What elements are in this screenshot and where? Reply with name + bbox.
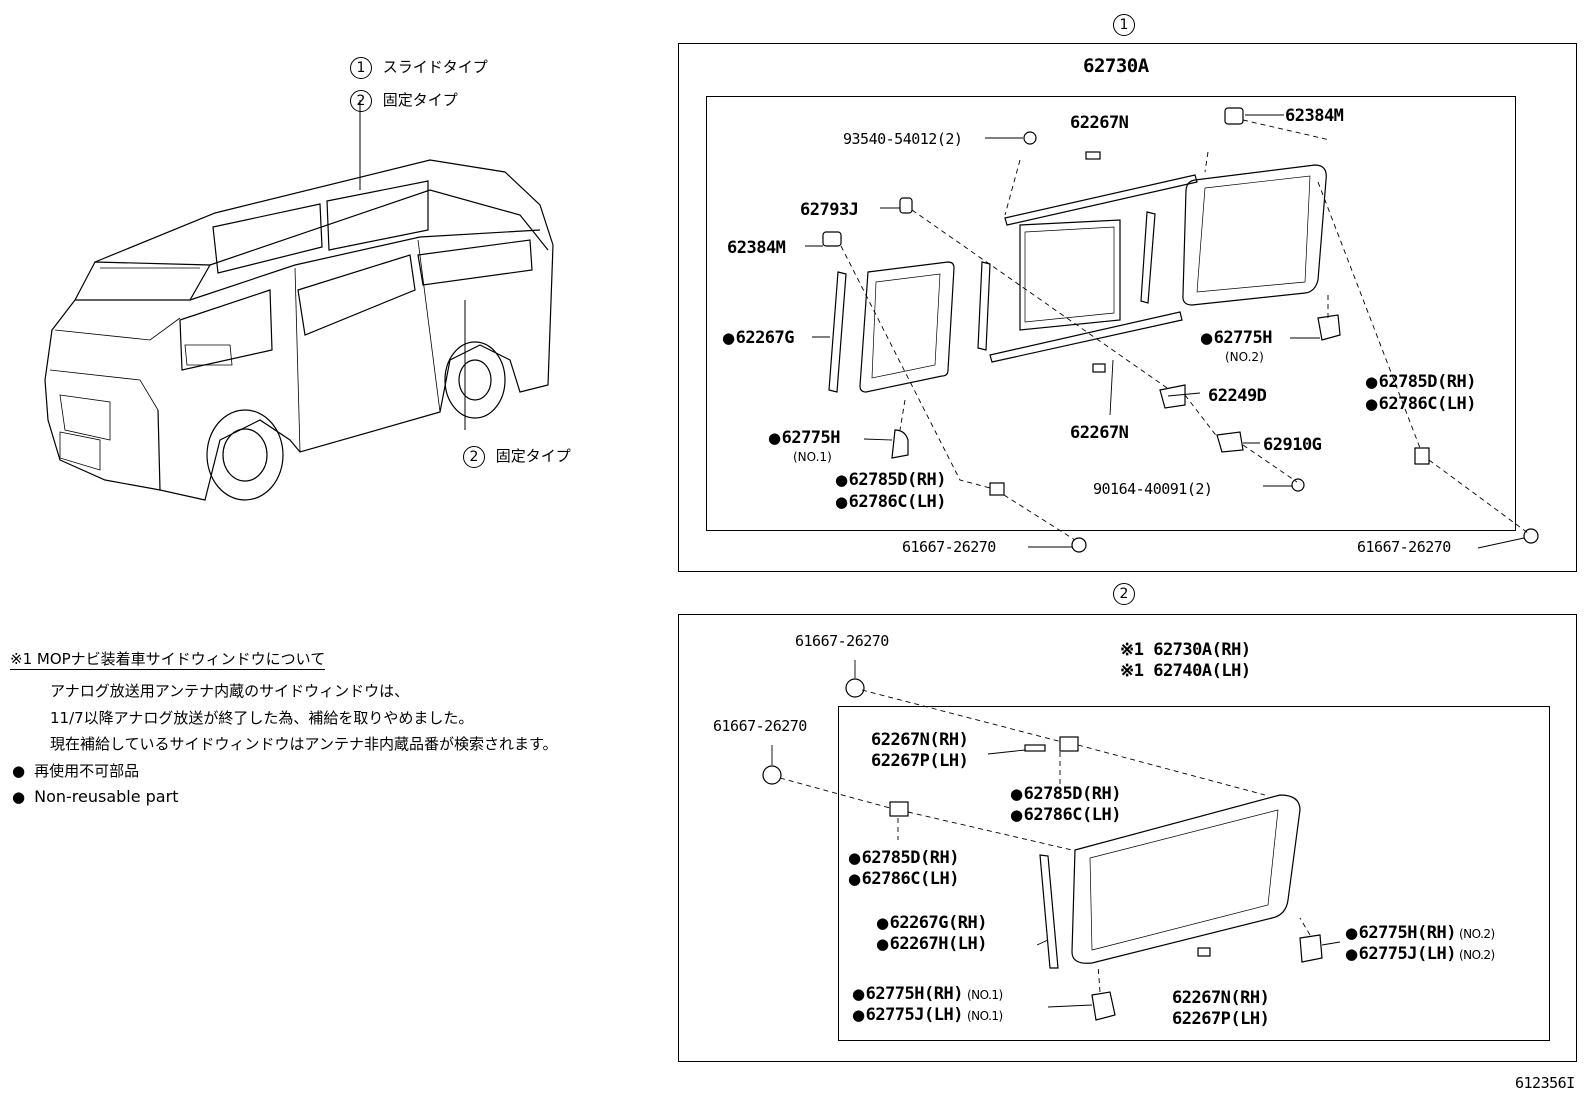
label-62910G: 62910G — [1263, 435, 1322, 455]
legend-fixed-type: 2 固定タイプ — [350, 89, 458, 112]
note-line-3: 現在補給しているサイドウィンドウはアンテナ非内蔵品番が検索されます。 — [50, 735, 558, 753]
legend-slide-type: 1 スライドタイプ — [350, 56, 488, 79]
label-62775H-no1: 62775H — [768, 428, 841, 448]
label-62267N-bottom: 62267N — [1070, 423, 1129, 443]
label-61667-b: 61667-26270 — [713, 717, 807, 735]
label-62384M-left: 62384M — [727, 238, 786, 258]
legend-label-slide: スライドタイプ — [382, 58, 488, 76]
section2-inner-box — [838, 706, 1550, 1041]
note-line-1: アナログ放送用アンテナ内蔵のサイドウィンドウは、 — [50, 682, 410, 700]
section1-inner-box — [706, 96, 1516, 531]
label-62786C-left: 62786C(LH) — [835, 492, 947, 512]
label-62785D-right: 62785D(RH) — [1365, 372, 1477, 392]
label-62384M-top: 62384M — [1285, 106, 1344, 126]
note-title: ※1 MOPナビ装着車サイドウィンドウについて — [10, 650, 326, 670]
section2-assembly-rh: ※1 62730A(RH) — [1120, 640, 1251, 660]
label-61667-left: 61667-26270 — [902, 538, 996, 556]
label-62793J: 62793J — [800, 200, 859, 220]
label-62786C-b: 62786C(LH) — [848, 869, 960, 889]
label-62267G-rh: 62267G(RH) — [876, 913, 988, 933]
section2-number: 2 — [1113, 583, 1135, 605]
section2-outer-box — [678, 614, 1577, 1062]
label-62775H-no1-sub: (NO.1) — [793, 450, 832, 464]
nonreuse-jp: 再使用不可部品 — [12, 760, 139, 781]
legend-label-fixed-lower: 固定タイプ — [495, 447, 571, 465]
label-62267N-top: 62267N — [1070, 113, 1129, 133]
label-62786C-right: 62786C(LH) — [1365, 394, 1477, 414]
section1-number: 1 — [1113, 14, 1135, 36]
van-illustration — [44, 100, 554, 501]
label-62267N-rh: 62267N(RH) — [871, 730, 969, 750]
section2-parts-art — [762, 660, 1341, 1021]
figure-id: 612356I — [1515, 1074, 1575, 1092]
note-line-2: 11/7以降アナログ放送が終了した為、補給を取りやめました。 — [50, 709, 474, 727]
legend-label-fixed: 固定タイプ — [382, 91, 458, 109]
label-62785D-a: 62785D(RH) — [1010, 784, 1122, 804]
section2-assembly-lh: ※1 62740A(LH) — [1120, 661, 1251, 681]
label-62785D-left: 62785D(RH) — [835, 470, 947, 490]
label-62267H-lh: 62267H(LH) — [876, 934, 988, 954]
label-62775J-lh-no1: 62775J(LH)(NO.1) — [852, 1005, 1004, 1025]
legend-fixed-type-lower: 2 固定タイプ — [463, 445, 571, 468]
legend-num-2b: 2 — [463, 446, 485, 468]
label-62267G: 62267G — [722, 328, 795, 348]
label-90164: 90164-40091(2) — [1093, 480, 1213, 498]
label-62267N-rh2: 62267N(RH) — [1172, 988, 1270, 1008]
label-62775J-lh-no2: 62775J(LH)(NO.2) — [1345, 944, 1496, 964]
nonreuse-en: Non-reusable part — [12, 787, 178, 806]
label-62786C-a: 62786C(LH) — [1010, 805, 1122, 825]
label-61667-right: 61667-26270 — [1357, 538, 1451, 556]
label-62249D: 62249D — [1208, 386, 1267, 406]
label-62775H-no2: 62775H — [1200, 328, 1273, 348]
label-61667-a: 61667-26270 — [795, 632, 889, 650]
label-62775H-rh-no2: 62775H(RH)(NO.2) — [1345, 923, 1496, 943]
label-93540: 93540-54012(2) — [843, 130, 963, 148]
legend-num-2: 2 — [350, 90, 372, 112]
section1-assembly: 62730A — [1083, 55, 1149, 77]
label-62775H-rh-no1: 62775H(RH)(NO.1) — [852, 984, 1004, 1004]
label-62267P-lh: 62267P(LH) — [871, 751, 969, 771]
legend-num-1: 1 — [350, 57, 372, 79]
label-62267P-lh2: 62267P(LH) — [1172, 1009, 1270, 1029]
label-62785D-b: 62785D(RH) — [848, 848, 960, 868]
section1-outer-box — [678, 43, 1577, 572]
label-62775H-no2-sub: (NO.2) — [1225, 350, 1264, 364]
